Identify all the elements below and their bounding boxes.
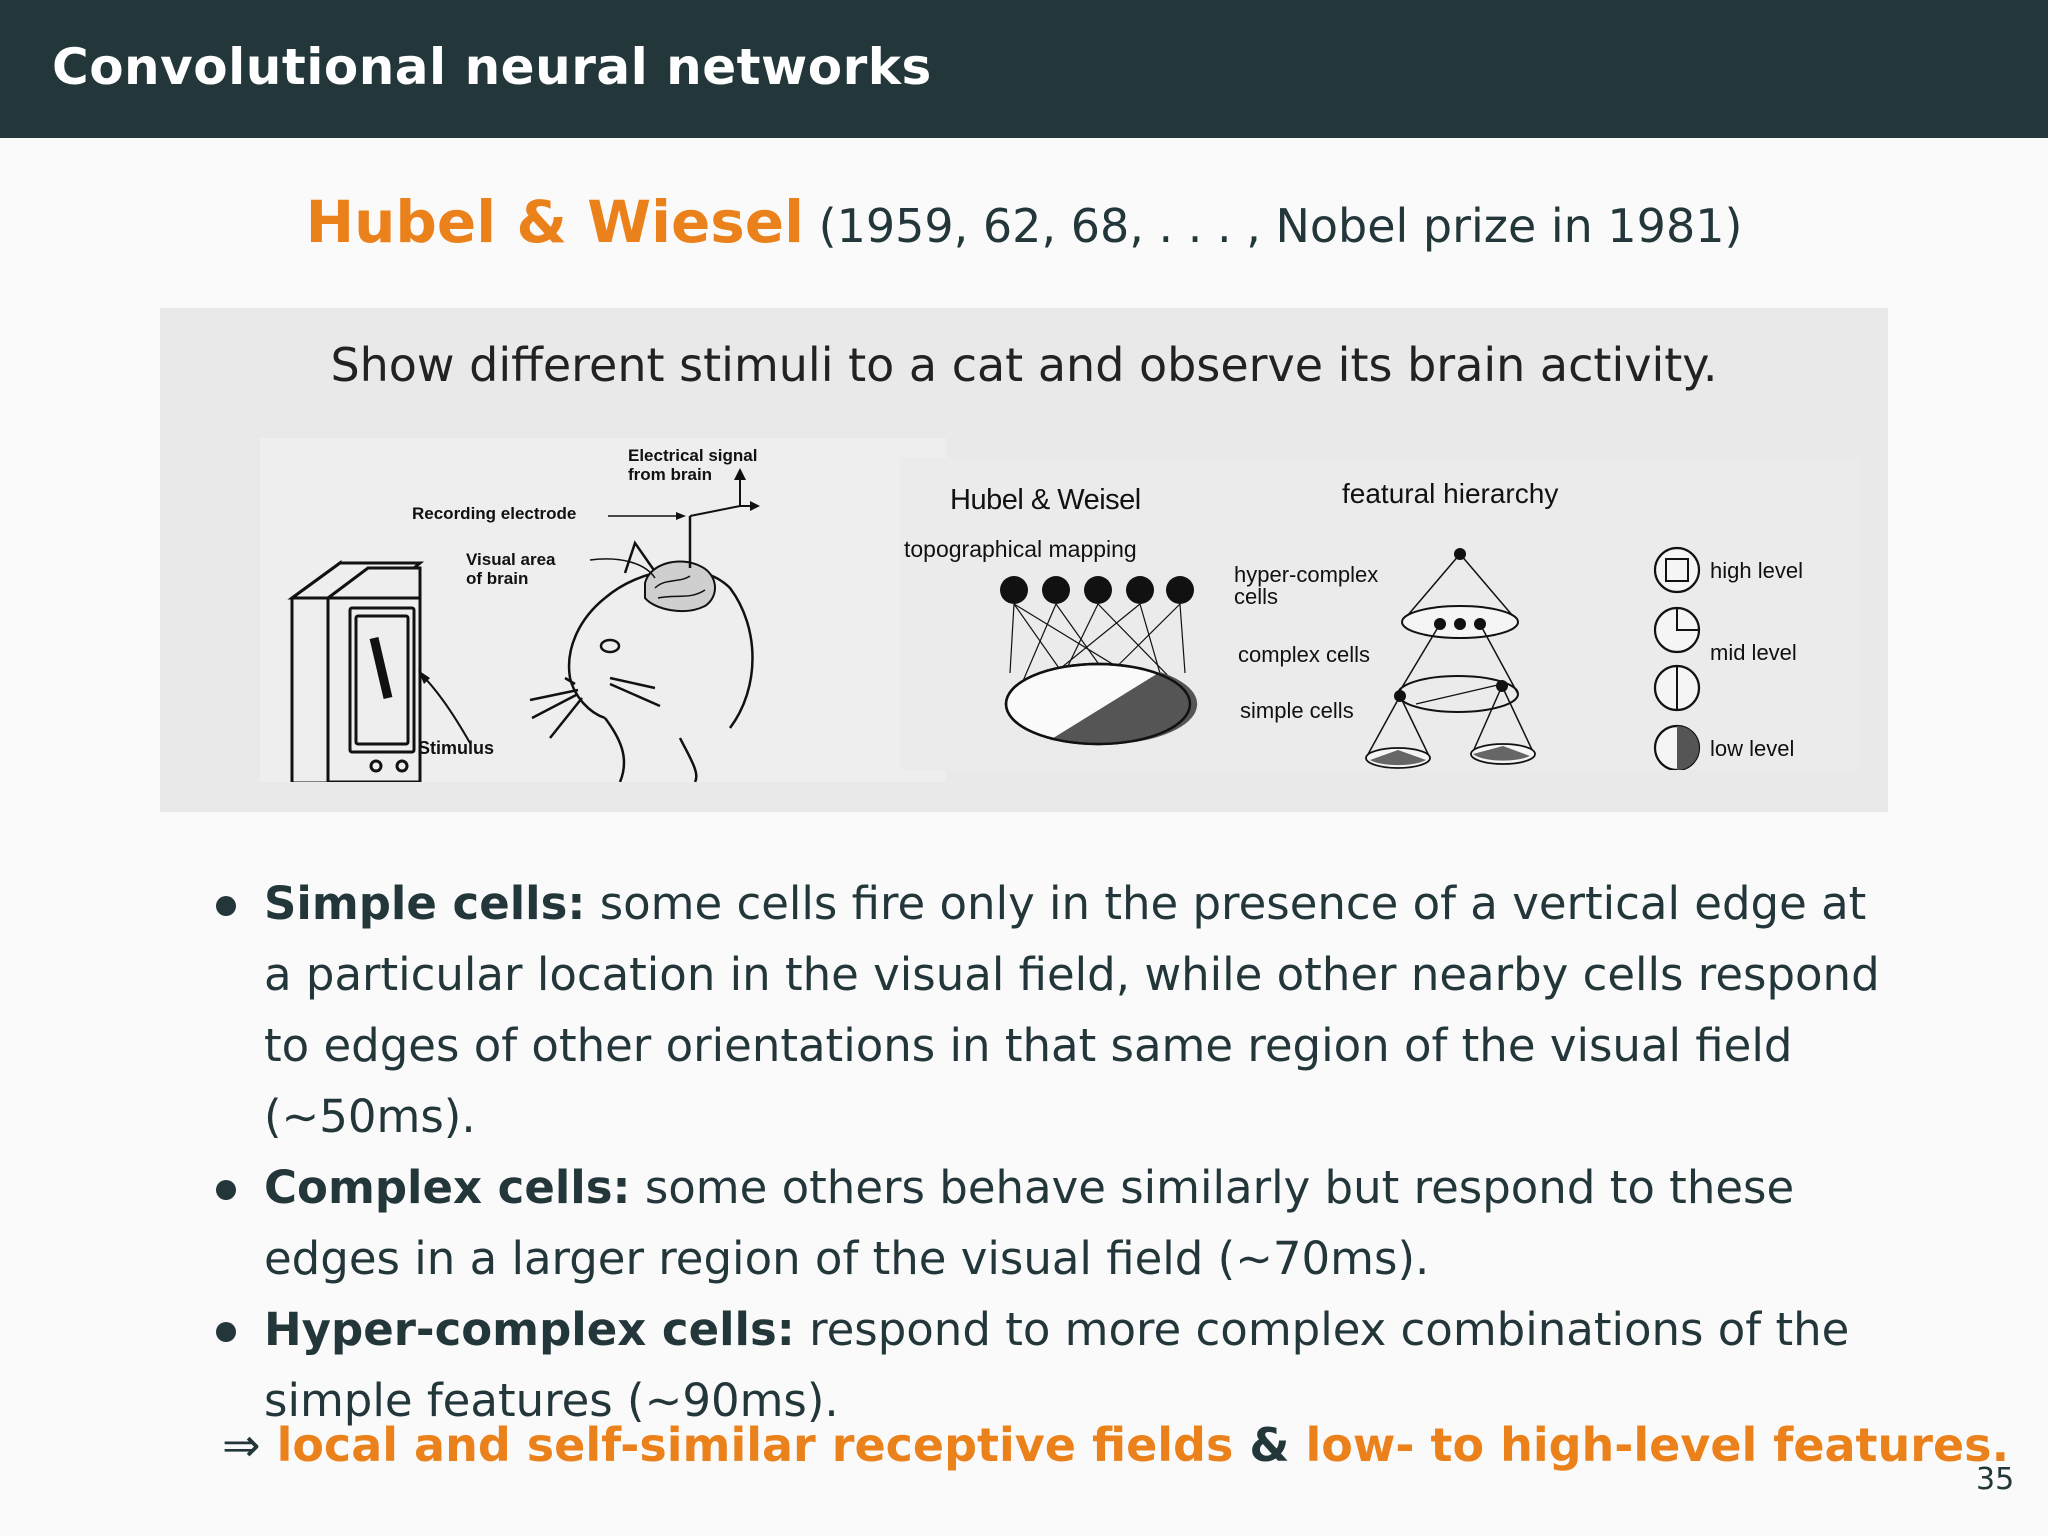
hyper-complex-line2: cells: [1234, 584, 1279, 609]
conclusion-part2: low- to high-level features.: [1305, 1418, 2010, 1472]
bullet-list: Simple cells: some cells fire only in th…: [208, 868, 1908, 1436]
electrode-label: Recording electrode: [412, 504, 577, 523]
featural-hierarchy-figure: featural hierarchy hyper-complex cells c…: [1230, 458, 1860, 770]
subtitle-names: Hubel & Wiesel: [305, 188, 805, 256]
complex-cells-label: complex cells: [1238, 642, 1371, 667]
bullet-text: respond to more complex combinations of …: [264, 1303, 1850, 1427]
bullet-term: Complex cells:: [264, 1161, 631, 1214]
conclusion-amp: &: [1249, 1418, 1290, 1472]
bullet-text: some others behave similarly but respond…: [264, 1161, 1795, 1285]
bullet-term: Simple cells:: [264, 877, 586, 930]
low-level-label: low level: [1710, 736, 1795, 761]
header-bar: Convolutional neural networks: [0, 0, 2048, 138]
signal-label-line1: Electrical signal: [628, 446, 758, 465]
subtitle: Hubel & Wiesel (1959, 62, 68, . . . , No…: [0, 188, 2048, 256]
figure-box: Show different stimuli to a cat and obse…: [160, 308, 1888, 812]
cat-experiment-figure: Electrical signal from brain Recording e…: [260, 438, 946, 782]
topographic-title: Hubel & Weisel: [950, 484, 1141, 516]
bullet-hyper-complex-cells: Hyper-complex cells: respond to more com…: [208, 1294, 1908, 1436]
bullet-dot: [216, 1180, 236, 1200]
implies-arrow: ⇒: [222, 1418, 261, 1472]
page-number: 35: [1976, 1462, 2015, 1497]
bullet-dot: [216, 896, 236, 916]
featural-hierarchy-drawing: [1365, 546, 1701, 770]
topographic-subtitle: topographical mapping: [904, 536, 1137, 562]
hyper-complex-line1: hyper-complex: [1234, 562, 1379, 587]
bullet-text: some cells fire only in the presence of …: [264, 877, 1880, 1143]
signal-label: Electrical signal from brain: [628, 446, 757, 484]
visual-area-label: Visual area of brain: [466, 550, 555, 588]
high-level-label: high level: [1710, 558, 1803, 583]
stimulus-label: Stimulus: [418, 738, 495, 758]
mid-level-label: mid level: [1710, 640, 1797, 665]
signal-label-line2: from brain: [628, 465, 713, 484]
simple-cells-label: simple cells: [1240, 698, 1354, 723]
topographic-mapping-drawing: [1000, 576, 1198, 746]
visual-area-line1: Visual area: [466, 550, 556, 569]
conclusion: ⇒ local and self-similar receptive field…: [222, 1418, 2009, 1472]
bullet-term: Hyper-complex cells:: [264, 1303, 795, 1356]
figure-caption: Show different stimuli to a cat and obse…: [330, 338, 1718, 392]
bullet-dot: [216, 1322, 236, 1342]
bullet-simple-cells: Simple cells: some cells fire only in th…: [208, 868, 1908, 1152]
hyper-complex-label: hyper-complex cells: [1234, 564, 1378, 608]
bullet-complex-cells: Complex cells: some others behave simila…: [208, 1152, 1908, 1294]
slide-title: Convolutional neural networks: [52, 38, 932, 96]
subtitle-detail: (1959, 62, 68, . . . , Nobel prize in 19…: [818, 199, 1743, 253]
cat-experiment-drawing: [287, 468, 760, 782]
hierarchy-title: featural hierarchy: [1342, 478, 1559, 509]
visual-area-line2: of brain: [466, 569, 529, 588]
conclusion-part1: local and self-similar receptive fields: [276, 1418, 1234, 1472]
